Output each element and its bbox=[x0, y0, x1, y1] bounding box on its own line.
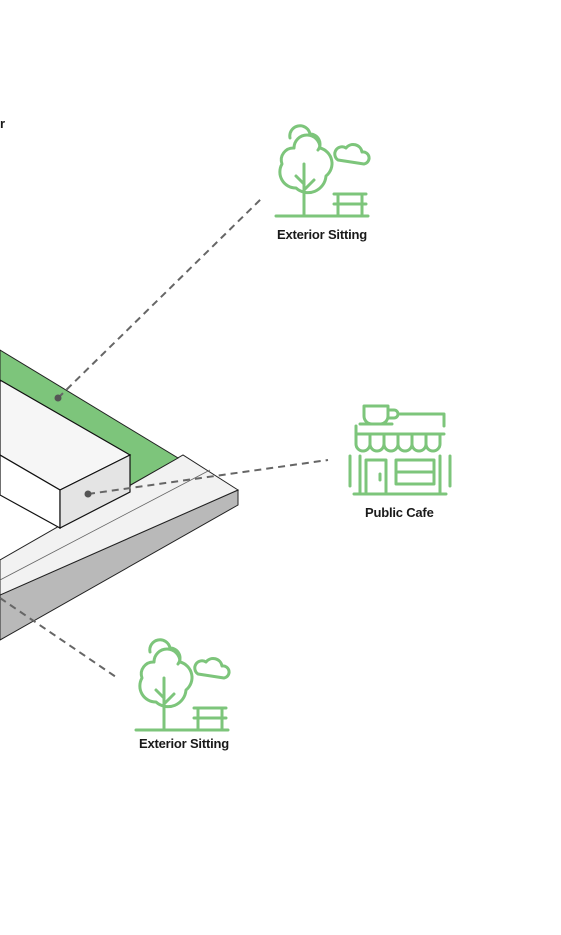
label-public-cafe: Public Cafe bbox=[365, 505, 434, 520]
leader-line-public-cafe bbox=[87, 459, 329, 495]
park-tree-bench-icon bbox=[134, 638, 231, 732]
label-exterior-sitting-bottom: Exterior Sitting bbox=[139, 736, 229, 751]
leader-dot-exterior-sitting-top bbox=[54, 394, 62, 402]
storefront-cafe-icon bbox=[348, 404, 452, 496]
leader-dot-public-cafe bbox=[84, 490, 92, 498]
building-block bbox=[0, 379, 132, 530]
label-exterior-sitting-top: Exterior Sitting bbox=[277, 227, 367, 242]
leader-line-exterior-sitting-top bbox=[57, 197, 263, 399]
park-tree-bench-icon bbox=[274, 124, 371, 218]
leader-lines bbox=[0, 197, 329, 678]
label-cut-off: r bbox=[0, 116, 5, 131]
